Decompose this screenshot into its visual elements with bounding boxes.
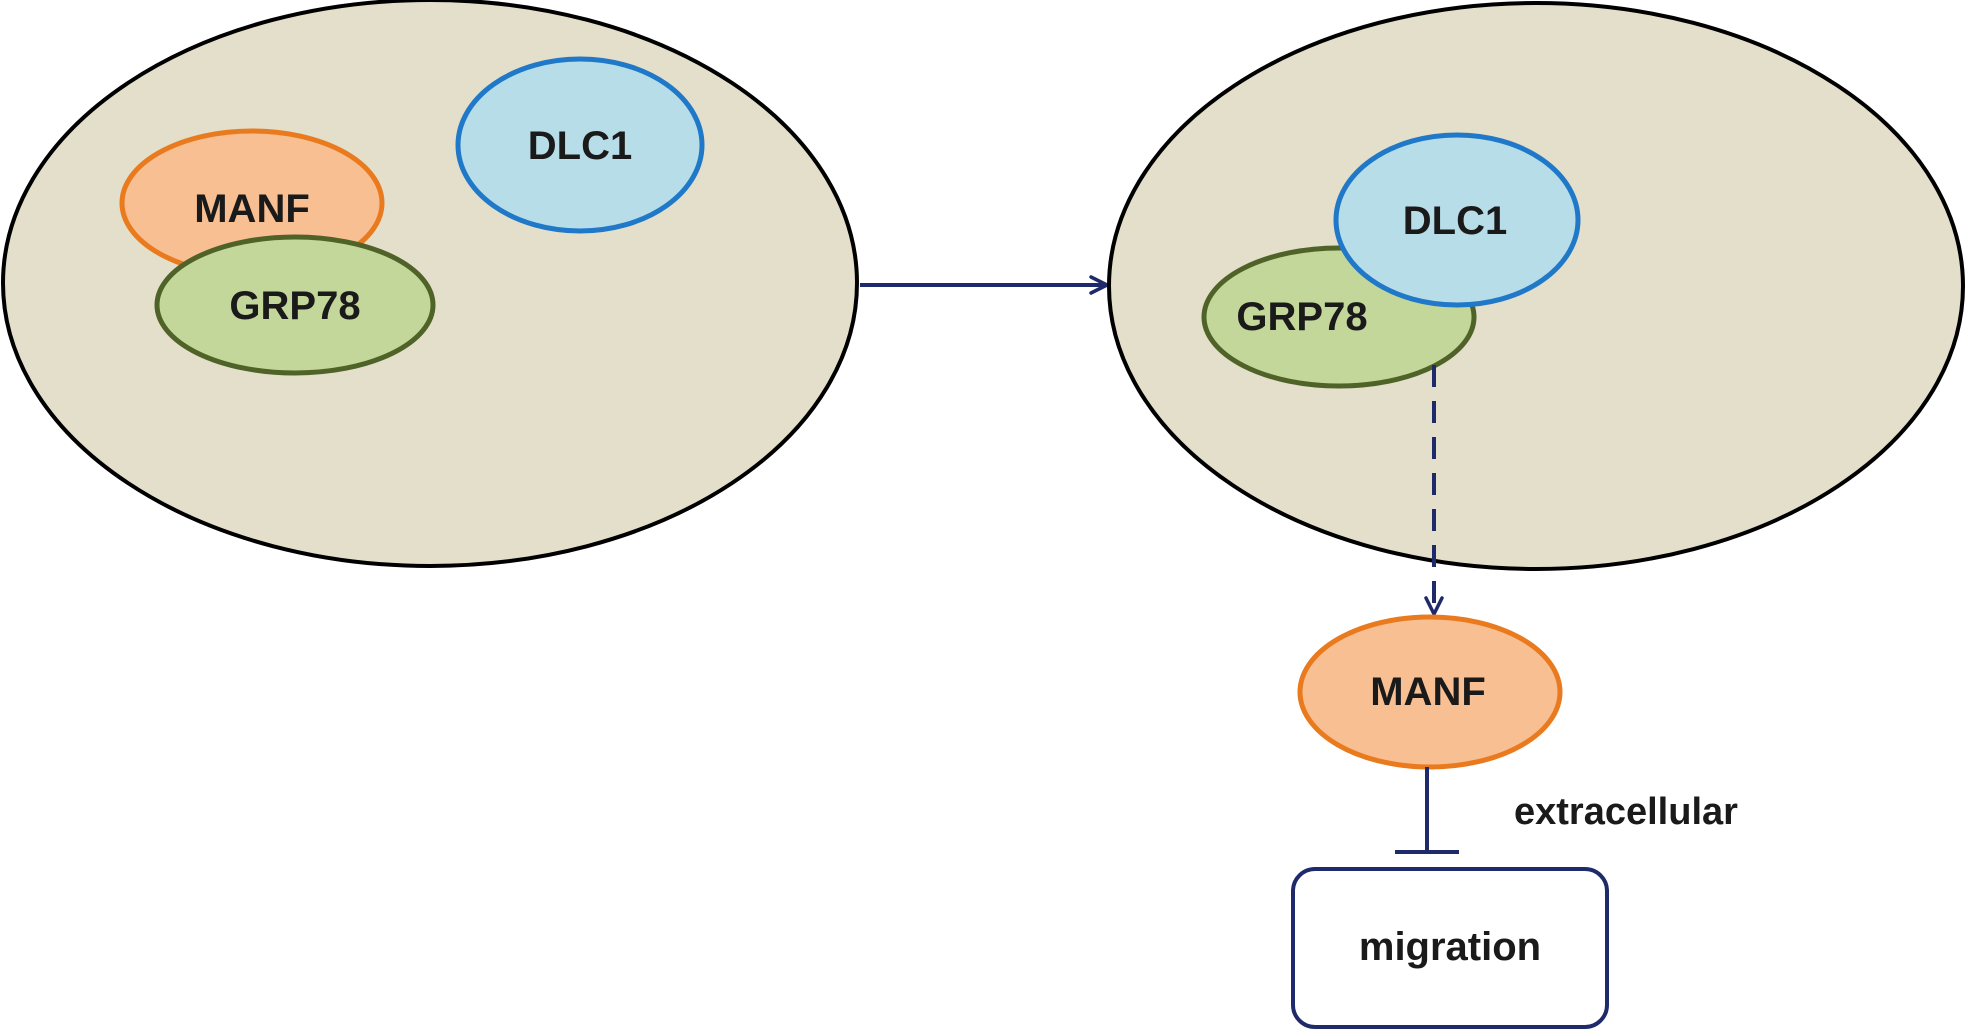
right-dlc1-label: DLC1 (1403, 199, 1507, 243)
left-grp78-protein: GRP78 (154, 234, 436, 376)
right-cell: GRP78 DLC1 (1107, 1, 1965, 571)
migration-box: migration (1291, 867, 1609, 1029)
right-grp78-label: GRP78 (1236, 295, 1367, 339)
left-dlc1-shape (455, 56, 705, 234)
secreted-manf-label: MANF (1370, 670, 1486, 714)
left-dlc1-protein: DLC1 (455, 56, 705, 234)
right-dlc1-protein: DLC1 (1333, 132, 1581, 308)
secreted-manf-shape (1297, 614, 1563, 770)
left-grp78-shape (154, 234, 436, 376)
left-manf-label: MANF (194, 187, 310, 231)
migration-box-shape (1291, 867, 1609, 1029)
inhibition-connector (1395, 767, 1459, 854)
left-dlc1-label: DLC1 (528, 124, 632, 168)
migration-label: migration (1359, 925, 1541, 969)
right-dlc1-shape (1333, 132, 1581, 308)
secreted-manf-protein: MANF (1297, 614, 1563, 770)
extracellular-label: extracellular (1514, 791, 1738, 833)
left-cell: MANF GRP78 DLC1 (1, 0, 859, 568)
left-cell-body (1, 0, 859, 568)
left-grp78-label: GRP78 (229, 284, 360, 328)
